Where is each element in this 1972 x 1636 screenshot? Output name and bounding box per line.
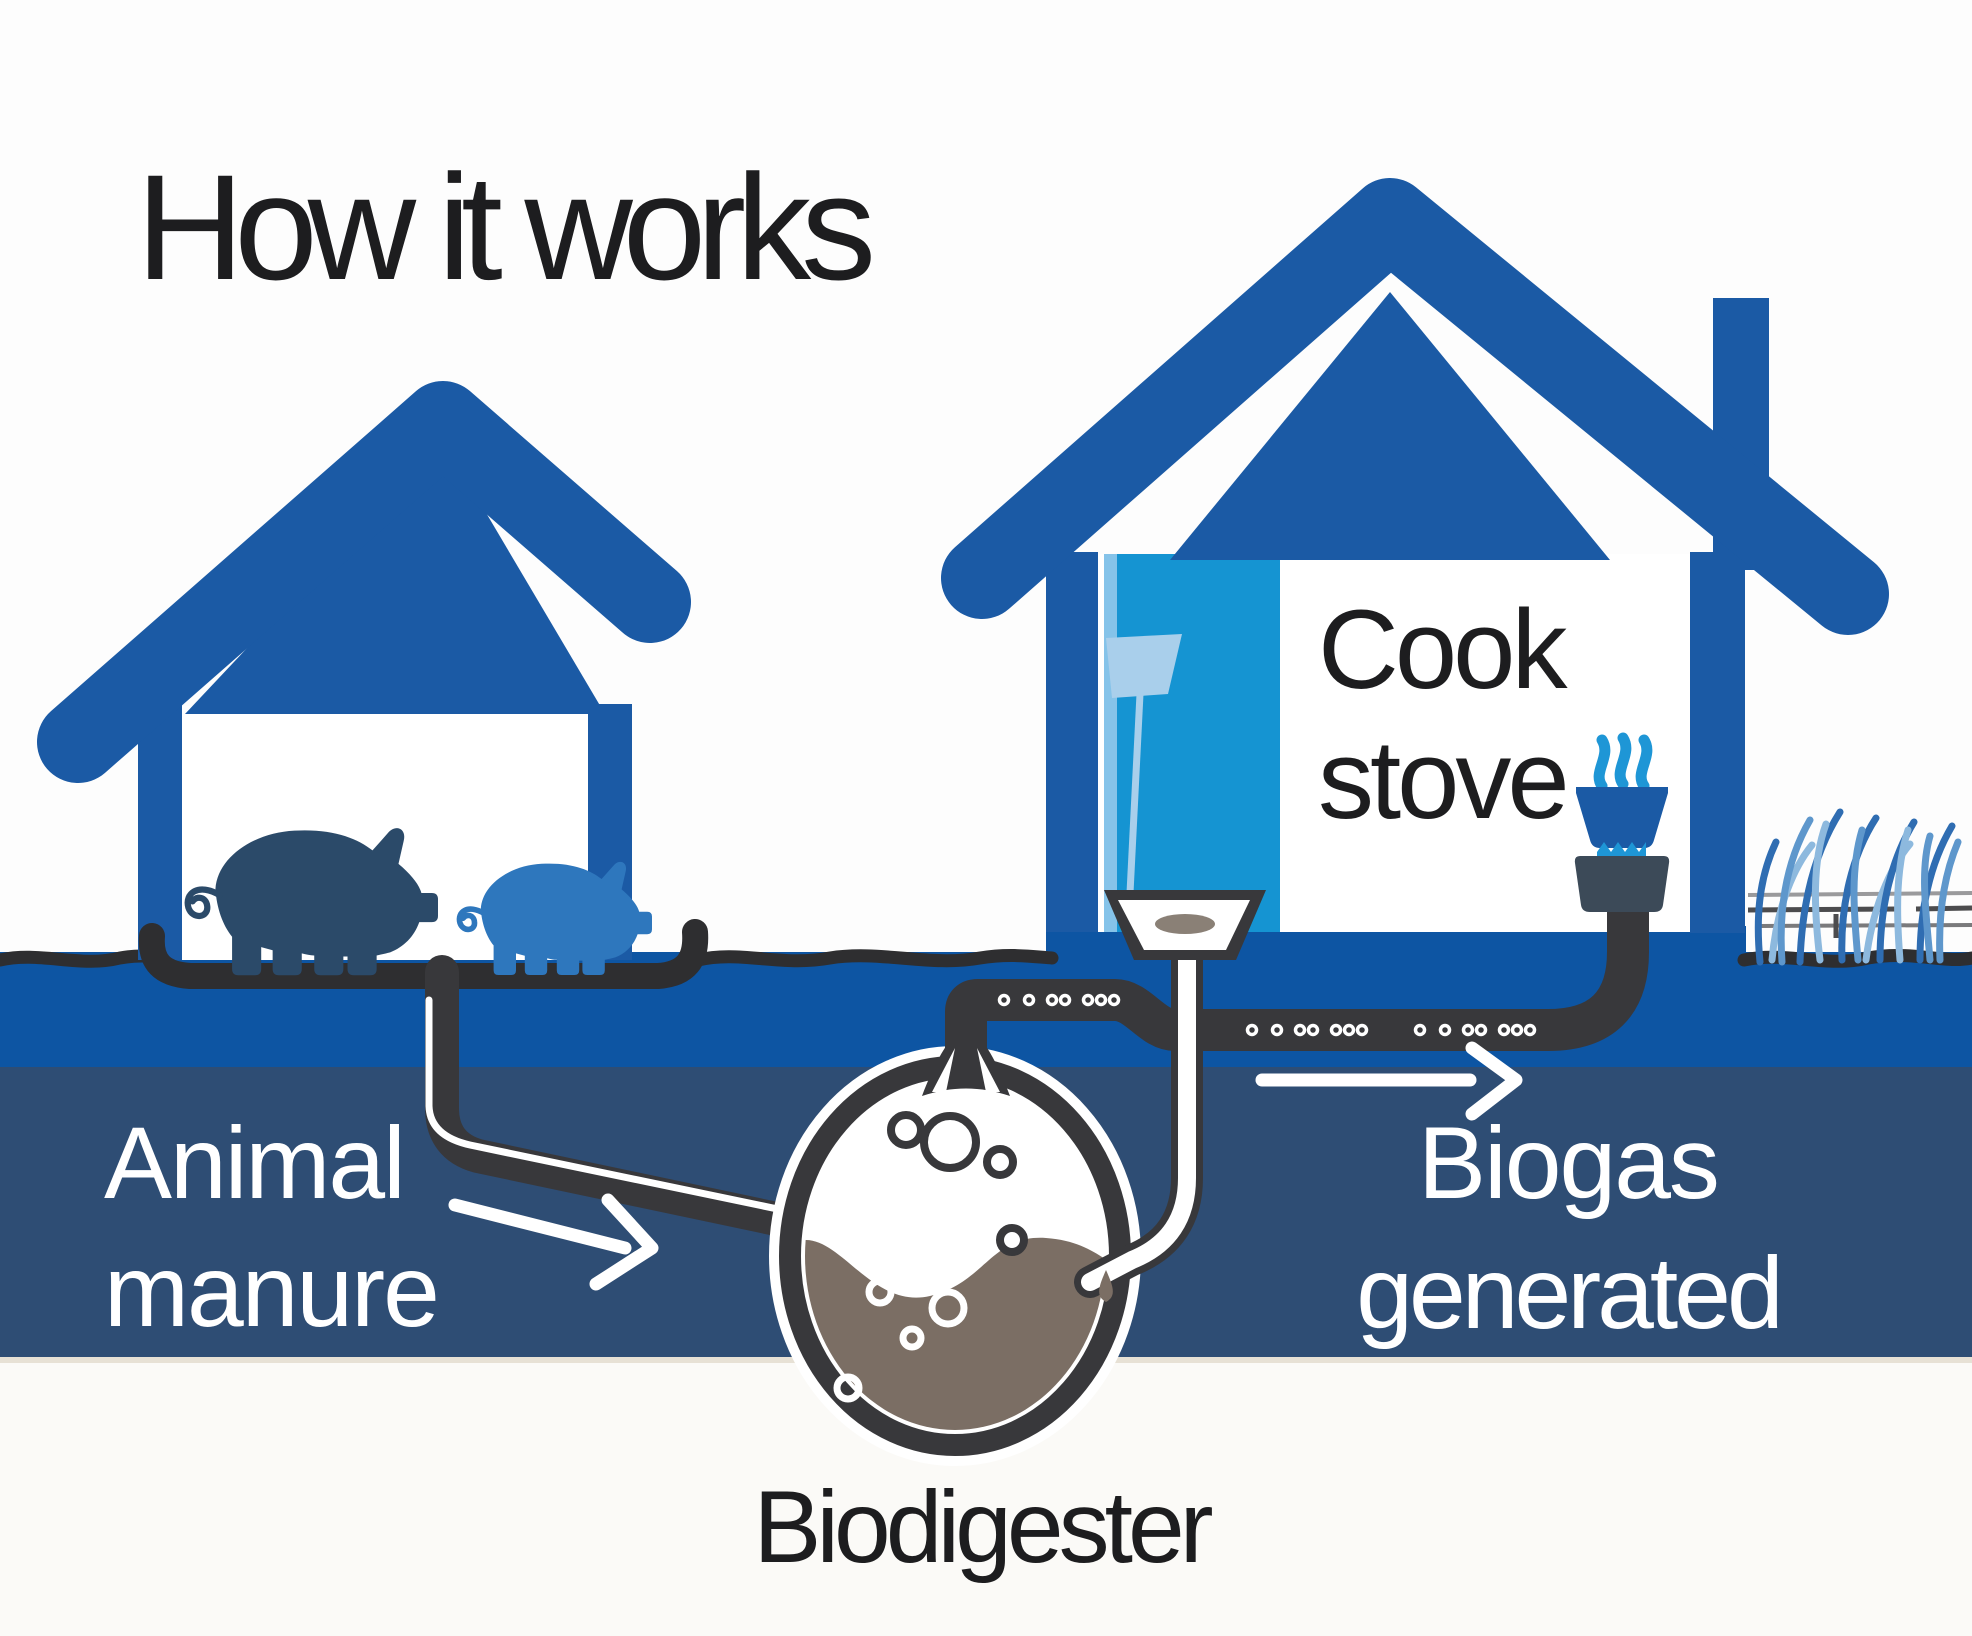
house-roof bbox=[941, 178, 1889, 635]
door-edge-highlight bbox=[1104, 554, 1117, 932]
tank-gas-bubbles bbox=[887, 1111, 1028, 1256]
pig-tail bbox=[456, 906, 487, 933]
ground-line bbox=[691, 949, 1059, 968]
pig-dark-icon bbox=[184, 828, 438, 976]
house-wall-right bbox=[1690, 552, 1745, 933]
cook-stove-label-line2: stove bbox=[1318, 717, 1570, 842]
house-wall-left bbox=[1046, 552, 1098, 932]
drain-pipe-core bbox=[1081, 943, 1196, 1291]
stove-pot bbox=[1576, 787, 1668, 848]
biogas-label-line1: Biogas bbox=[1418, 1106, 1720, 1220]
grass-icon bbox=[1754, 808, 1962, 966]
stove-flame bbox=[1597, 842, 1646, 858]
drip bbox=[1099, 1270, 1113, 1302]
barn-roof bbox=[37, 381, 691, 783]
lamp-shade bbox=[1106, 634, 1182, 698]
barn-wall-left bbox=[138, 704, 182, 960]
gas-pipe bbox=[922, 900, 1649, 1096]
floor-lamp-icon bbox=[1106, 634, 1182, 894]
animal-manure-label-line1: Animal bbox=[104, 1106, 406, 1220]
pig-light-icon bbox=[456, 861, 652, 975]
barn-icon bbox=[37, 381, 691, 960]
funnel-hole bbox=[1155, 914, 1215, 934]
pig-tail bbox=[184, 886, 223, 920]
biogas-flow-arrowhead bbox=[1465, 1041, 1523, 1121]
arrow-right-icon bbox=[448, 1041, 1523, 1291]
gas-bubbles-icon bbox=[997, 993, 1537, 1037]
house-gable bbox=[1170, 292, 1610, 560]
page-title: How it works bbox=[136, 143, 876, 311]
cook-stove-icon bbox=[1574, 732, 1670, 912]
pipe-highlight bbox=[425, 996, 796, 1216]
biogas-label-line2: generated bbox=[1356, 1236, 1783, 1350]
slurry-bubbles bbox=[833, 1277, 968, 1403]
inlet-pipe bbox=[425, 955, 817, 1241]
drain-funnel-icon bbox=[1074, 890, 1266, 1302]
biodigester-tank-icon bbox=[769, 1046, 1141, 1466]
manure-flow-arrowhead bbox=[589, 1193, 659, 1291]
manure-flow-arrow bbox=[448, 1198, 632, 1255]
steam-icon bbox=[1593, 732, 1653, 792]
stove-burner bbox=[1574, 856, 1670, 912]
ground-line bbox=[0, 949, 165, 968]
barn-gable bbox=[185, 440, 605, 714]
animal-manure-label-line2: manure bbox=[104, 1234, 440, 1348]
biodigester-label: Biodigester bbox=[753, 1470, 1213, 1584]
cook-stove-label-line1: Cook bbox=[1318, 587, 1567, 712]
manure-trough bbox=[138, 919, 709, 989]
